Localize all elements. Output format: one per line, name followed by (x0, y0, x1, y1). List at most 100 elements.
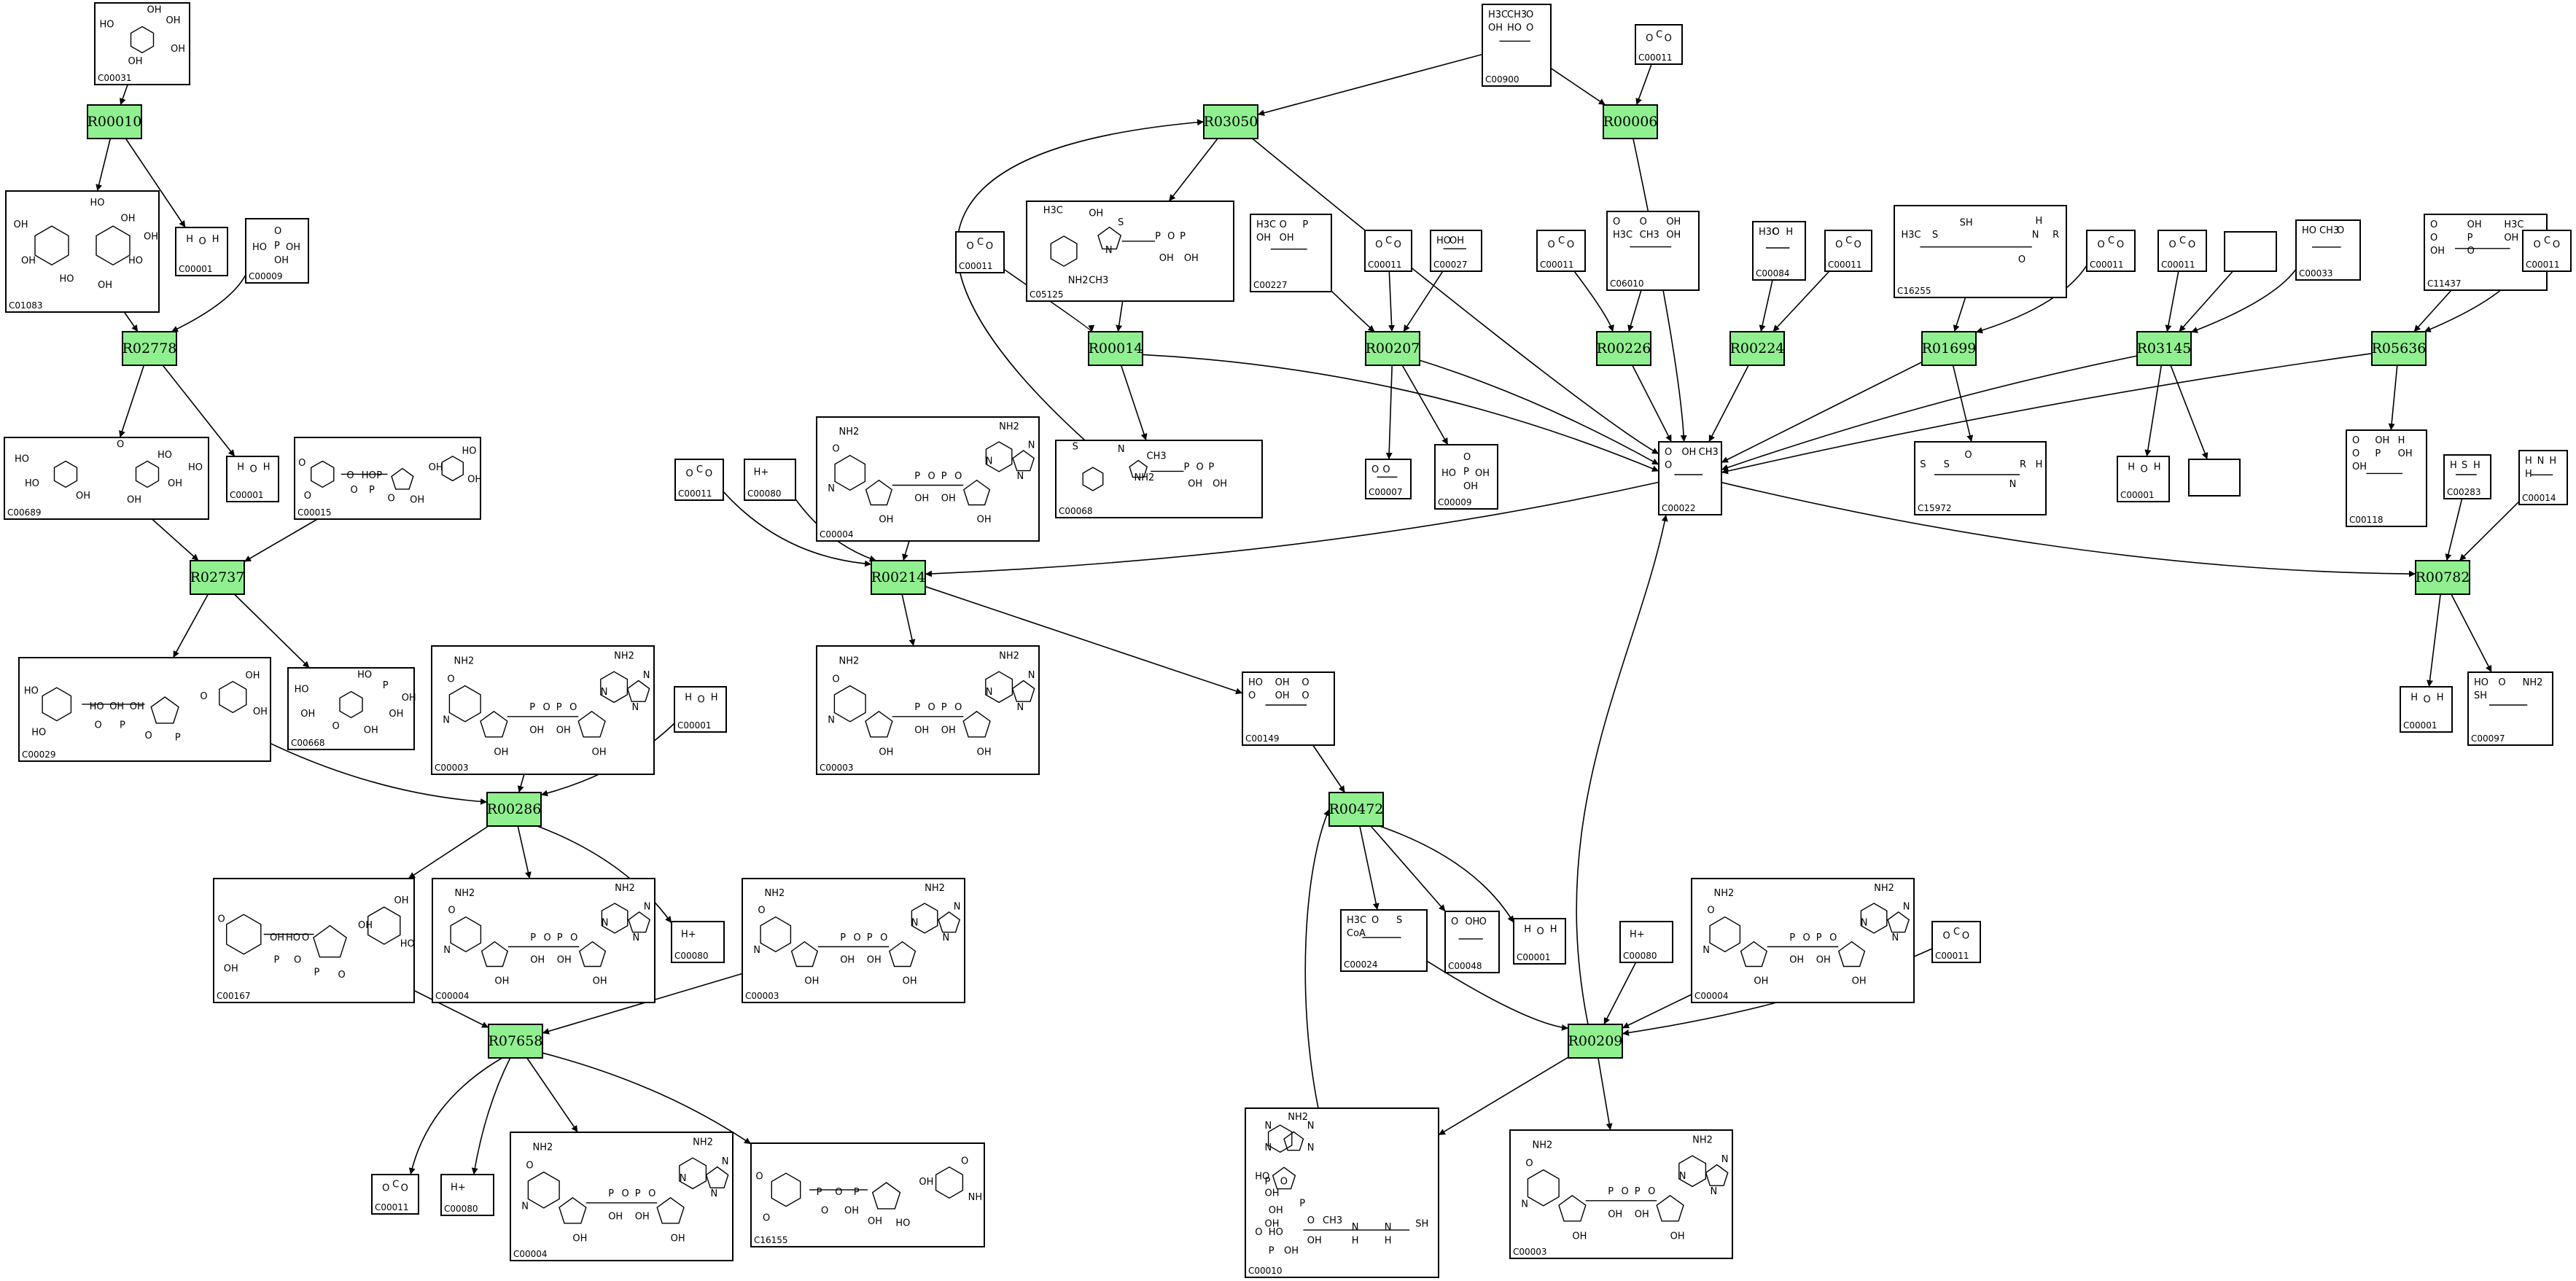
atom-label: N (2537, 456, 2545, 467)
reaction-R00006[interactable]: R00006 (1603, 104, 1658, 139)
atom-label: O (298, 458, 306, 469)
atom-label: O (1613, 217, 1620, 227)
compound-empty[interactable] (2224, 231, 2277, 272)
compound-box (226, 456, 279, 502)
reaction-R05636[interactable]: R05636 (2371, 331, 2427, 366)
atom-label: H (263, 462, 271, 473)
atom-label: O (1526, 23, 1533, 34)
reaction-edge (96, 138, 112, 192)
atom-label: OH (253, 706, 268, 717)
reaction-R00224[interactable]: R00224 (1729, 331, 1785, 366)
compound-empty[interactable] (2188, 459, 2241, 497)
atom-label: N (633, 932, 640, 943)
atom-label: P (1302, 219, 1308, 230)
reaction-R02737[interactable]: R02737 (190, 560, 245, 595)
reaction-R00782[interactable]: R00782 (2415, 560, 2470, 595)
atom-label: O (2188, 240, 2195, 251)
reaction-label: R03145 (2137, 340, 2192, 357)
reaction-R00209[interactable]: R00209 (1568, 1024, 1623, 1059)
atom-label: C (2179, 235, 2186, 246)
reaction-edge (119, 84, 128, 106)
reaction-R07658[interactable]: R07658 (488, 1024, 543, 1059)
reaction-R00286[interactable]: R00286 (486, 792, 542, 827)
compound-C00080[interactable]: H+C00080 (1619, 921, 1673, 963)
reaction-R00226[interactable]: R00226 (1596, 331, 1651, 366)
reaction-R02778[interactable]: R02778 (122, 331, 177, 366)
compound-id: C06010 (1610, 279, 1644, 289)
reaction-R00472[interactable]: R00472 (1328, 792, 1384, 827)
reaction-R03050[interactable]: R03050 (1203, 104, 1258, 139)
reaction-R00207[interactable]: R00207 (1365, 331, 1420, 366)
compound-C00080[interactable]: H+C00080 (744, 459, 796, 501)
reaction-R01699[interactable]: R01699 (1921, 331, 1977, 366)
reaction-R03145[interactable]: R03145 (2136, 331, 2192, 366)
reaction-edge (162, 365, 236, 457)
compound-C00080[interactable]: H+C00080 (440, 1174, 494, 1216)
atom-label: P (2467, 233, 2473, 244)
reaction-R00010[interactable]: R00010 (87, 104, 142, 139)
atom-label: O (200, 691, 207, 702)
compound-box (440, 1174, 494, 1216)
reaction-R00214[interactable]: R00214 (871, 560, 926, 595)
atom-label: N (753, 945, 760, 956)
atom-label: P (941, 471, 947, 482)
compound-C00080[interactable]: H+C00080 (671, 921, 725, 963)
reaction-R00014[interactable]: R00014 (1088, 331, 1143, 366)
